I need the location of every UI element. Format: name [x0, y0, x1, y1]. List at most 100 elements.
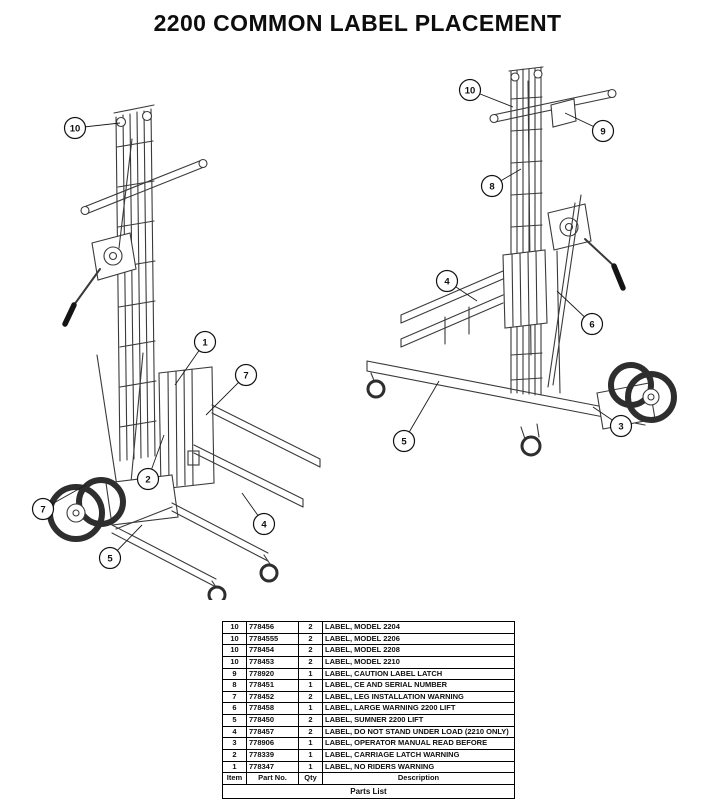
- item-cell: 8: [222, 679, 247, 692]
- part-no-cell: 778456: [246, 621, 299, 634]
- item-cell: 10: [222, 644, 247, 657]
- svg-text:4: 4: [444, 277, 450, 288]
- item-cell: 2: [222, 748, 247, 762]
- description-cell: LABEL, OPERATOR MANUAL READ BEFORE: [322, 737, 515, 750]
- part-no-cell: 7784555: [246, 632, 299, 646]
- qty-cell: 1: [298, 748, 323, 762]
- callout-balloon-7: 7: [31, 497, 55, 521]
- callout-balloon-9: 9: [591, 119, 615, 143]
- description-cell: LABEL, CE AND SERIAL NUMBER: [322, 679, 515, 692]
- description-cell: LABEL, MODEL 2206: [322, 632, 515, 646]
- part-no-cell: 778339: [246, 748, 299, 762]
- column-header-qty-cell: Qty: [298, 772, 323, 785]
- svg-text:8: 8: [489, 182, 494, 193]
- item-cell: 5: [222, 714, 247, 727]
- description-cell: LABEL, LARGE WARNING 2200 LIFT: [322, 702, 515, 715]
- part-no-cell: 778451: [246, 679, 299, 692]
- callout-balloon-4: 4: [435, 269, 459, 293]
- qty-cell: 2: [298, 725, 323, 739]
- svg-text:9: 9: [600, 127, 605, 138]
- description-cell: LABEL, MODEL 2204: [322, 621, 515, 634]
- parts-table-footer-row: Parts List: [222, 783, 515, 799]
- column-header-description-cell: Description: [322, 772, 515, 785]
- qty-cell: 1: [298, 760, 323, 774]
- item-cell: 9: [222, 667, 247, 681]
- qty-cell: 2: [298, 632, 323, 646]
- part-no-cell: 778458: [246, 702, 299, 715]
- callout-balloon-2: 2: [136, 467, 160, 491]
- svg-text:5: 5: [107, 554, 113, 565]
- callout-leader-line: [403, 380, 440, 442]
- svg-text:7: 7: [40, 505, 45, 516]
- callout-balloon-5: 5: [98, 546, 122, 570]
- callout-balloon-6: 6: [580, 312, 604, 336]
- figure-lift-left: 10 1 7 2 7 4 5: [20, 55, 350, 600]
- description-cell: LABEL, MODEL 2210: [322, 655, 515, 669]
- item-cell: 10: [222, 632, 247, 646]
- svg-text:5: 5: [401, 437, 407, 448]
- svg-text:4: 4: [261, 520, 267, 531]
- svg-text:1: 1: [202, 338, 208, 349]
- lift-drawing-left: 10 1 7 2 7 4 5: [31, 104, 321, 600]
- svg-text:2: 2: [145, 475, 150, 486]
- part-no-cell: 778453: [246, 655, 299, 669]
- item-cell: 1: [222, 760, 247, 774]
- part-no-cell: 778454: [246, 644, 299, 657]
- description-cell: LABEL, SUMNER 2200 LIFT: [322, 714, 515, 727]
- svg-text:6: 6: [589, 320, 594, 331]
- lift-right-line-art: [366, 66, 677, 457]
- part-no-cell: 778347: [246, 760, 299, 774]
- description-cell: LABEL, DO NOT STAND UNDER LOAD (2210 ONL…: [322, 725, 515, 739]
- description-cell: LABEL, CAUTION LABEL LATCH: [322, 667, 515, 681]
- item-cell: 6: [222, 702, 247, 715]
- page-title: 2200 COMMON LABEL PLACEMENT: [153, 10, 562, 36]
- qty-cell: 2: [298, 690, 323, 704]
- callout-balloon-8: 8: [480, 174, 504, 198]
- part-no-cell: 778452: [246, 690, 299, 704]
- part-no-cell: 778906: [246, 737, 299, 750]
- svg-text:7: 7: [243, 371, 248, 382]
- qty-cell: 1: [298, 737, 323, 750]
- part-no-cell: 778920: [246, 667, 299, 681]
- svg-text:10: 10: [70, 124, 81, 135]
- column-header-item-cell: Item: [222, 772, 247, 785]
- description-cell: LABEL, CARRIAGE LATCH WARNING: [322, 748, 515, 762]
- item-cell: 4: [222, 725, 247, 739]
- callout-balloon-10: 10: [458, 78, 482, 102]
- callout-balloon-1: 1: [193, 330, 217, 354]
- description-cell: LABEL, MODEL 2208: [322, 644, 515, 657]
- column-header-part-no-cell: Part No.: [246, 772, 299, 785]
- qty-cell: 2: [298, 714, 323, 727]
- part-no-cell: 778457: [246, 725, 299, 739]
- item-cell: 7: [222, 690, 247, 704]
- item-cell: 3: [222, 737, 247, 750]
- description-cell: LABEL, LEG INSTALLATION WARNING: [322, 690, 515, 704]
- part-no-cell: 778450: [246, 714, 299, 727]
- qty-cell: 2: [298, 644, 323, 657]
- qty-cell: 1: [298, 667, 323, 681]
- item-cell: 10: [222, 621, 247, 634]
- callout-balloon-7: 7: [234, 363, 258, 387]
- callout-balloon-10: 10: [63, 116, 87, 140]
- parts-list-caption: Parts List: [222, 783, 515, 799]
- item-cell: 10: [222, 655, 247, 669]
- qty-cell: 2: [298, 621, 323, 634]
- callout-balloon-5: 5: [392, 429, 416, 453]
